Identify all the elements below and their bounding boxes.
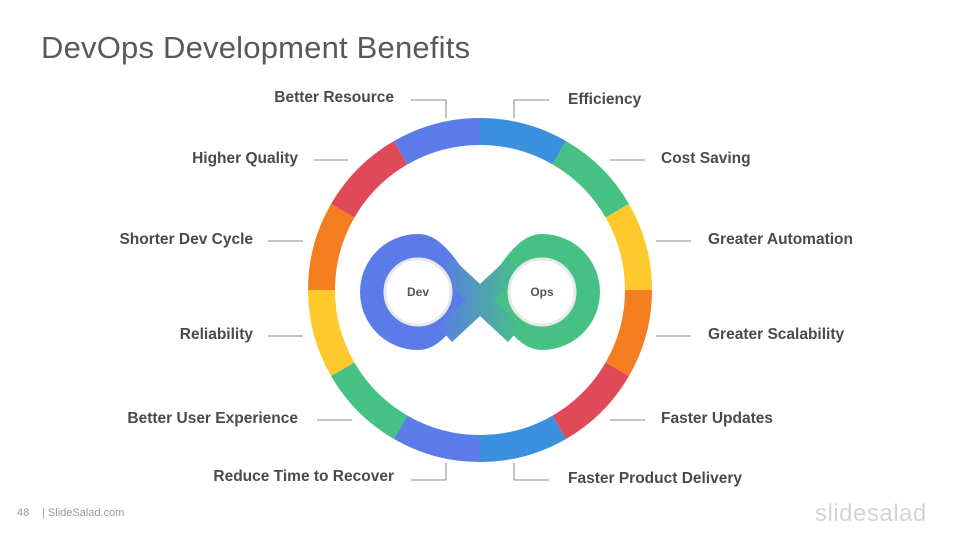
benefit-greater-scalability: Greater Scalability [708,326,845,343]
benefit-reliability: Reliability [179,326,253,343]
brand-logo: slidesalad [815,500,927,527]
benefits-ring [308,118,652,462]
dev-label: Dev [407,285,429,299]
benefit-higher-quality: Higher Quality [192,150,298,167]
dev-hub [383,257,453,327]
ring-segment-greater-scalability [605,290,652,376]
benefit-better-user-experience: Better User Experience [127,410,298,427]
benefit-greater-automation: Greater Automation [708,231,853,248]
infinity-crossing [438,258,522,342]
ring-segment-reduce-time-to-recover [394,415,480,462]
ops-hub [507,257,577,327]
benefit-faster-product-delivery: Faster Product Delivery [568,470,743,487]
benefit-shorter-dev-cycle: Shorter Dev Cycle [119,231,253,248]
ring-segment-better-user-experience [331,362,408,439]
label-connectors [268,99,691,481]
ring-segment-reliability [308,290,355,376]
page-title: DevOps Development Benefits [41,30,471,65]
benefit-better-resource: Better Resource [274,89,394,106]
footer-site: | SlideSalad.com [42,507,125,519]
ring-segment-faster-product-delivery [480,415,566,462]
benefit-cost-saving: Cost Saving [661,150,751,167]
benefit-reduce-time-to-recover: Reduce Time to Recover [213,468,394,485]
page-number: 48 [17,507,30,519]
ring-segment-better-resource [394,118,480,165]
ring-segment-greater-automation [605,204,652,290]
devops-infinity-loop: Dev Ops [360,234,600,350]
ops-label: Ops [530,285,554,299]
benefit-efficiency: Efficiency [568,91,642,108]
ring-segment-efficiency [480,118,566,165]
ring-segment-shorter-dev-cycle [308,204,355,290]
benefit-faster-updates: Faster Updates [661,410,773,427]
ring-segment-cost-saving [552,141,629,218]
ring-segment-higher-quality [331,141,408,218]
ring-segment-faster-updates [552,362,629,439]
